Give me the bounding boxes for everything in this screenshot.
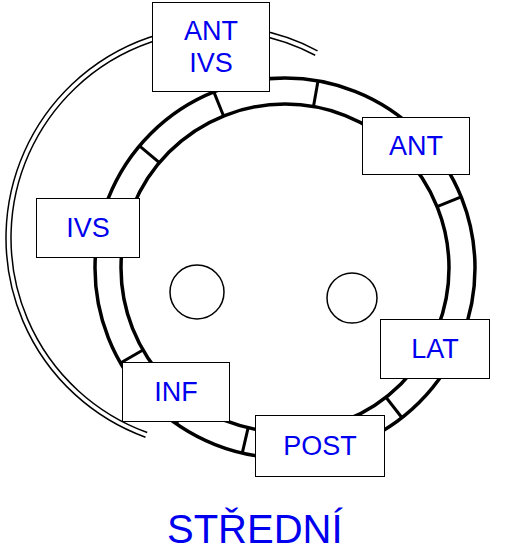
- segment-divider: [214, 92, 224, 116]
- segment-label-box: LAT: [380, 319, 490, 379]
- left-ventricle-inner-wall: [121, 104, 449, 432]
- papillary-muscle: [327, 273, 377, 323]
- segment-divider: [139, 146, 159, 163]
- segment-label: ANT: [389, 130, 443, 162]
- segment-dividers: [120, 81, 461, 453]
- segment-label-box: ANT IVS: [152, 2, 270, 92]
- diagram-title: STŘEDNÍ: [167, 507, 343, 552]
- segment-label: LAT: [411, 333, 459, 365]
- segment-label-box: ANT: [362, 117, 470, 175]
- left-ventricle-outer-wall: [95, 78, 475, 458]
- segment-divider: [437, 197, 461, 207]
- papillary-muscle: [170, 265, 224, 319]
- segment-label: ANT IVS: [171, 15, 251, 80]
- segment-label: IVS: [66, 212, 110, 244]
- segment-divider: [386, 397, 402, 417]
- segment-divider: [313, 81, 318, 107]
- segment-label-box: INF: [122, 362, 230, 422]
- segment-label-box: IVS: [36, 198, 140, 258]
- segment-label-box: POST: [255, 415, 385, 477]
- segment-label: POST: [283, 430, 357, 462]
- segment-divider: [242, 428, 248, 453]
- segment-label: INF: [154, 376, 198, 408]
